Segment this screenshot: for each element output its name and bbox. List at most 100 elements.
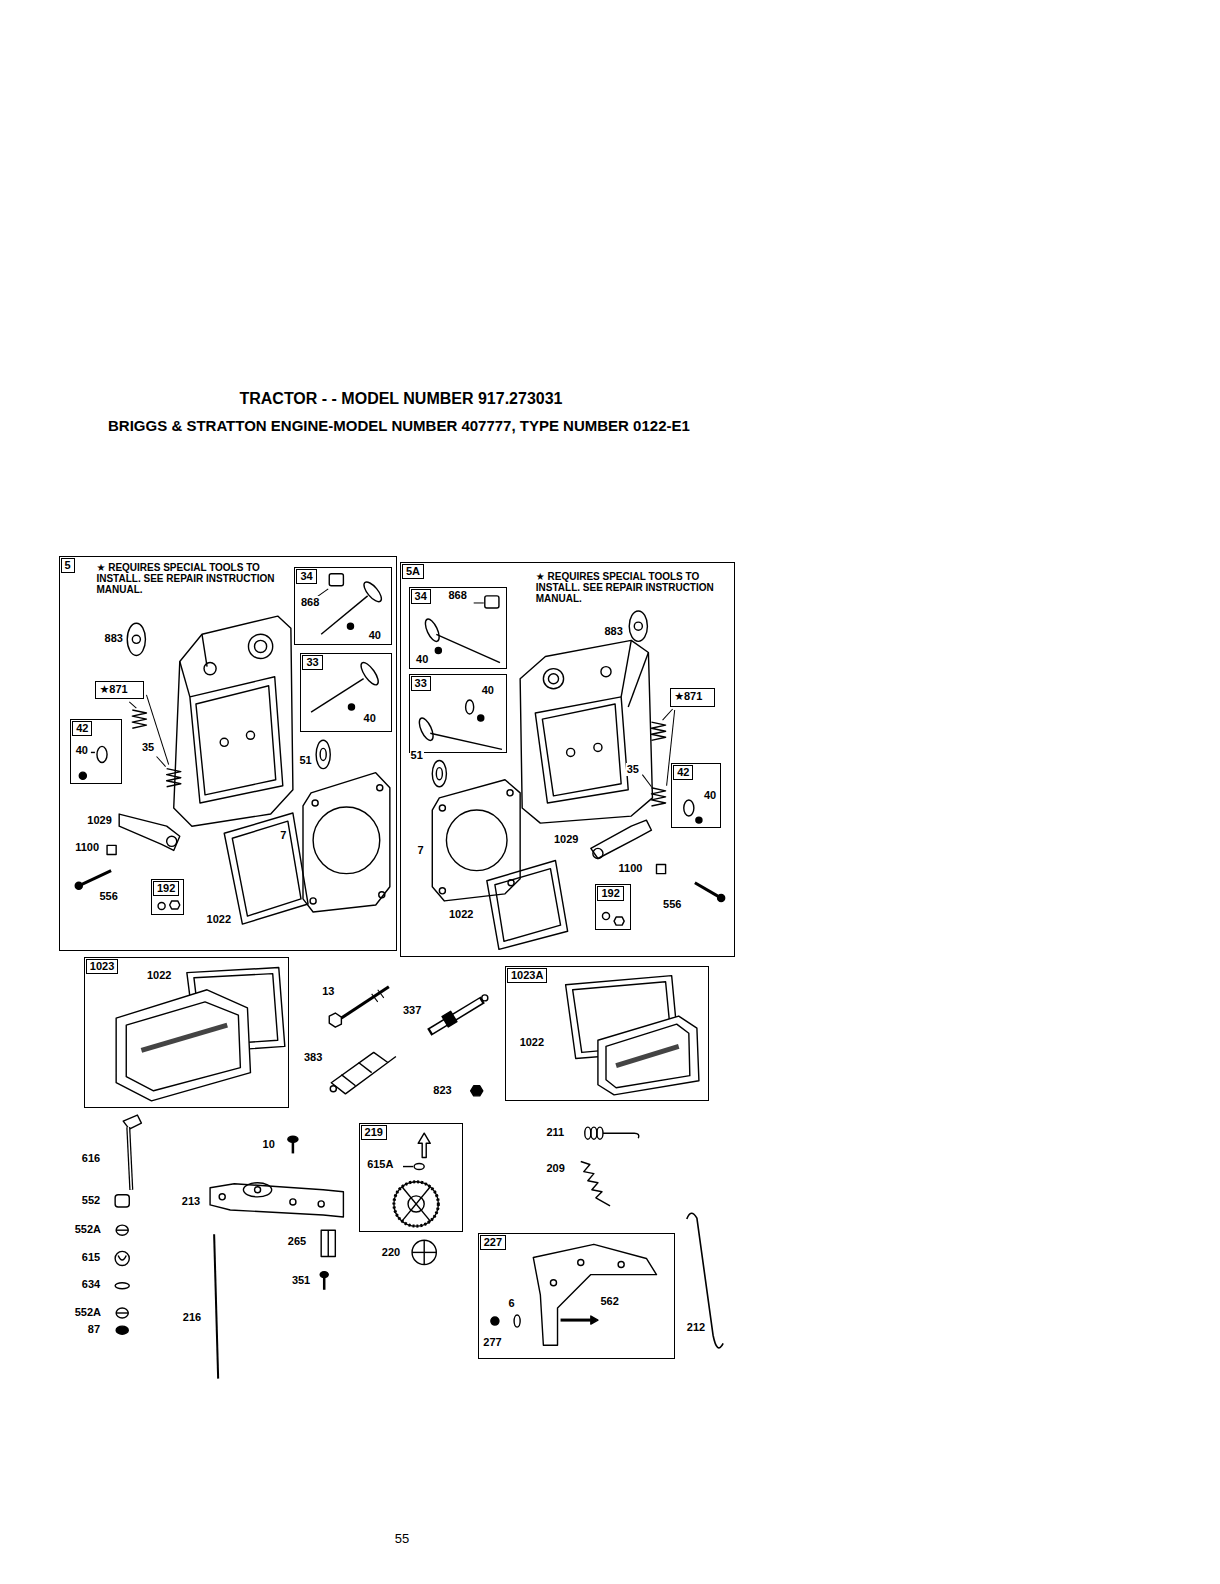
- parts-illustration: [423, 617, 442, 643]
- callout-number: 383: [303, 1051, 323, 1064]
- parts-illustration: [321, 596, 367, 634]
- callout-number: 552A: [74, 1306, 102, 1319]
- callout-number: 616: [81, 1152, 101, 1165]
- parts-illustration: [403, 1166, 413, 1167]
- parts-illustration: [718, 894, 725, 901]
- parts-illustration: [246, 731, 254, 739]
- bracket-drawing: [491, 1244, 657, 1345]
- callout-number: 211: [545, 1126, 565, 1139]
- parts-illustration: [487, 861, 568, 950]
- parts-illustration: [330, 1086, 336, 1092]
- parts-group-box: 2276562277: [478, 1233, 675, 1359]
- washer-drawing: [684, 800, 702, 823]
- callout-number: 265: [287, 1235, 307, 1248]
- parts-illustration: [567, 748, 575, 756]
- group-number: 5: [61, 558, 75, 573]
- parts-illustration: [329, 1013, 341, 1027]
- callout-number: 351: [291, 1274, 311, 1287]
- callout-number: 868: [447, 589, 467, 602]
- callout-number: 823: [432, 1084, 452, 1097]
- parts-illustration: [323, 1277, 326, 1290]
- group-number: 34: [411, 589, 431, 604]
- parts-illustration: [585, 1127, 591, 1139]
- bracket-plate-drawing: [210, 1183, 343, 1217]
- rod-drawing: [214, 1234, 218, 1378]
- valve-drawing: [417, 596, 502, 750]
- group-number: ★871: [673, 690, 703, 703]
- parts-illustration: [115, 1251, 129, 1265]
- parts-illustration: [495, 869, 561, 942]
- callout-number: 51: [410, 749, 424, 762]
- spring-drawing: [581, 1162, 610, 1206]
- screw-drawing: [320, 1272, 328, 1290]
- parts-illustration: [214, 1234, 218, 1378]
- parts-illustration: [684, 800, 694, 816]
- callout-number: 556: [98, 890, 118, 903]
- parts-illustration: [520, 640, 652, 823]
- parts-panel: 34868403340★87142401925A★ REQUIRES SPECI…: [400, 562, 735, 958]
- parts-illustration: [329, 574, 343, 586]
- parts-group-box: 4240: [671, 763, 721, 828]
- parts-illustration: [313, 807, 380, 874]
- nut-drawing: [158, 901, 180, 910]
- parts-illustration: [126, 1002, 240, 1091]
- parts-illustration: [378, 990, 384, 998]
- parts-illustration: [248, 634, 272, 658]
- spring-drawing: [585, 1127, 639, 1139]
- parts-illustration: [478, 715, 484, 721]
- parts-illustration: [561, 1319, 591, 1322]
- valve-cover-drawing: [566, 976, 699, 1095]
- parts-illustration: [210, 1184, 343, 1217]
- valve-spring-drawing: [132, 710, 180, 787]
- parts-illustration: [115, 1283, 129, 1289]
- note-text: ★ REQUIRES SPECIAL TOOLS TO INSTALL. SEE…: [535, 571, 731, 604]
- callout-number: 615A: [366, 1158, 394, 1171]
- parts-illustration: [542, 704, 621, 796]
- parts-illustration: [290, 1199, 296, 1205]
- parts-illustration: [439, 805, 445, 811]
- parts-illustration: [594, 743, 602, 751]
- parts-illustration: [471, 1086, 483, 1096]
- group-number: 1023: [86, 959, 118, 974]
- group-number: 1023A: [507, 968, 547, 983]
- parts-illustration: [158, 902, 165, 909]
- cylinder-head-drawing: [174, 616, 293, 826]
- parts-illustration: [591, 820, 652, 858]
- parts-illustration: [402, 1187, 430, 1221]
- ignition-part-drawing: [330, 1052, 396, 1093]
- parts-illustration: [361, 579, 384, 604]
- parts-illustration: [474, 602, 484, 603]
- parts-illustration: [91, 752, 95, 753]
- gasket-drawing: [629, 611, 647, 641]
- callout-number: 556: [662, 898, 682, 911]
- parts-illustration: [372, 994, 378, 1002]
- gear-drawing: [412, 1240, 436, 1264]
- parts-illustration: [127, 623, 145, 655]
- parts-illustration: [388, 1056, 396, 1062]
- parts-illustration: [128, 1127, 131, 1190]
- gasket-drawing: [432, 761, 446, 787]
- group-number: 5A: [402, 564, 424, 579]
- callout-number: 1029: [86, 814, 112, 827]
- parts-illustration: [312, 800, 318, 806]
- parts-illustration: [348, 704, 354, 710]
- parts-illustration: [157, 756, 166, 766]
- callout-number: 615: [81, 1251, 101, 1264]
- parts-illustration: [597, 1127, 603, 1139]
- parts-illustration: [79, 772, 86, 779]
- cylinder-head-drawing: [520, 640, 652, 823]
- callout-number: 883: [104, 632, 124, 645]
- parts-illustration: [204, 663, 216, 675]
- parts-illustration: [651, 788, 665, 806]
- group-number: 192: [153, 881, 179, 896]
- parts-illustration: [614, 917, 624, 925]
- callout-number: 562: [599, 1295, 619, 1308]
- parts-illustration: [621, 640, 631, 697]
- page-number: 55: [394, 1532, 410, 1545]
- parts-illustration: [292, 1141, 295, 1153]
- parts-illustration: [657, 865, 666, 874]
- parts-illustration: [543, 669, 563, 689]
- callout-number: 213: [181, 1195, 201, 1208]
- nut-drawing: [107, 845, 116, 854]
